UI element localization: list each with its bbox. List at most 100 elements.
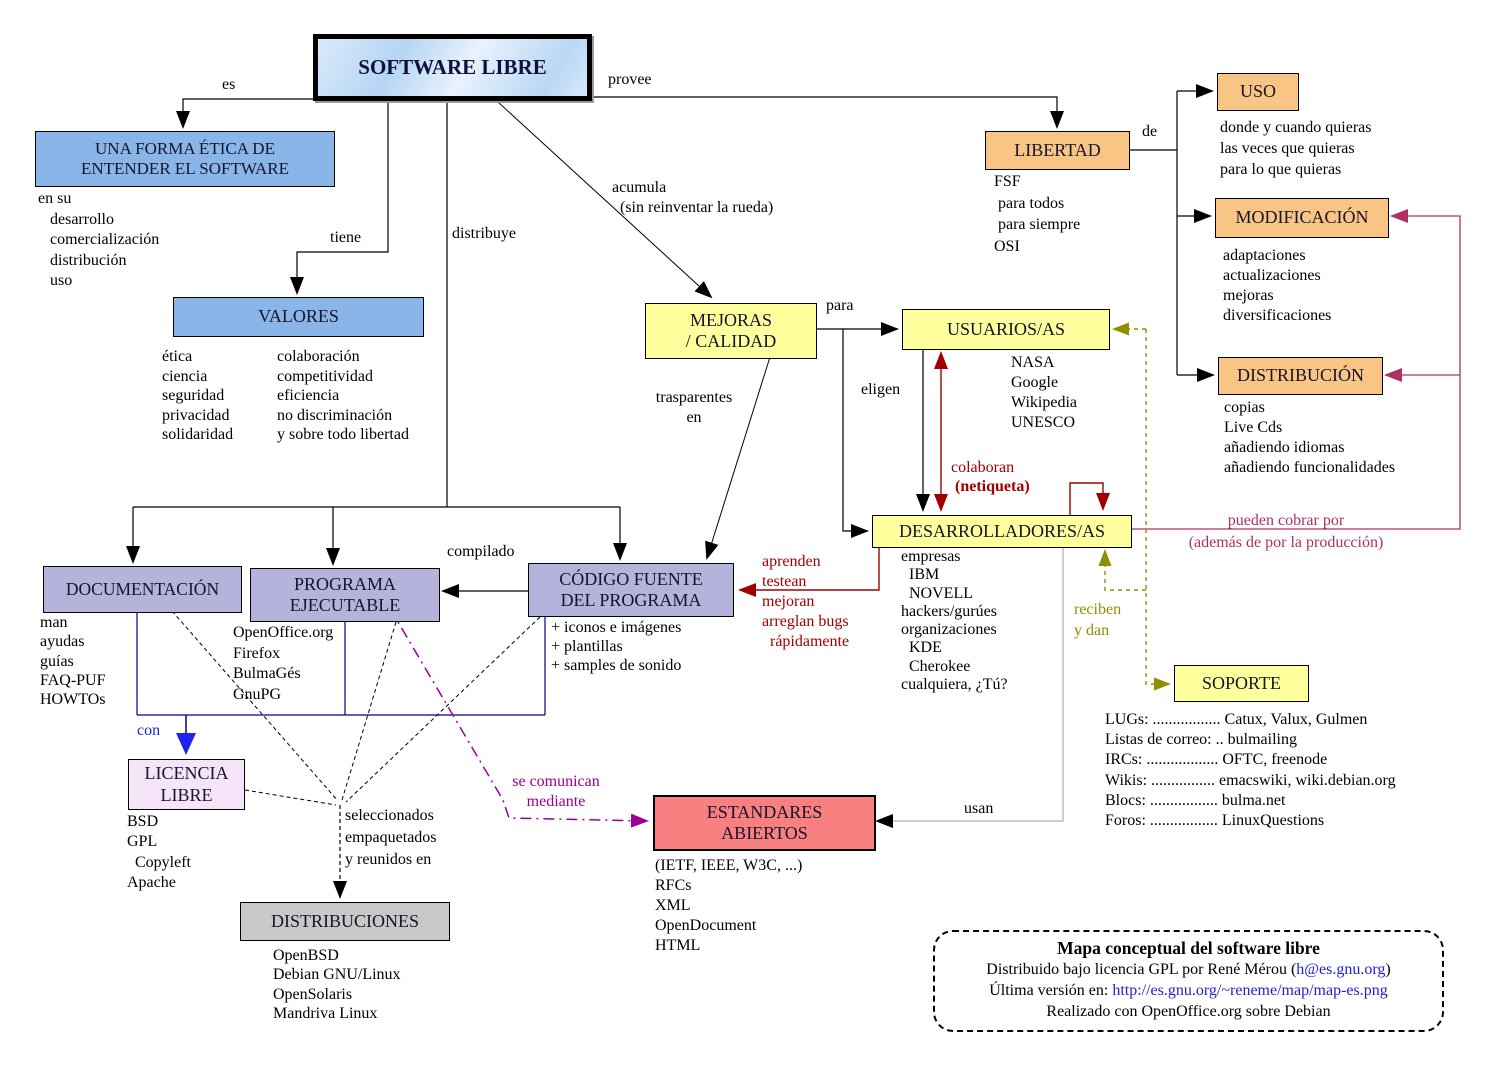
list-item: NOVELL: [901, 584, 973, 602]
list-item: Mandriva Linux: [273, 1004, 378, 1022]
node-label: DESARROLLADORES/AS: [898, 520, 1106, 541]
list-item: BulmaGés: [233, 665, 301, 683]
edge-de-connector: [1128, 91, 1178, 375]
node-forma-etica: UNA FORMA ÉTICA DE ENTENDER EL SOFTWARE: [35, 131, 335, 187]
list-codigo-extras: + iconos e imágenes+ plantillas+ samples…: [551, 618, 681, 675]
list-item: y sobre todo libertad: [277, 426, 409, 443]
author-email-link[interactable]: h@es.gnu.org: [1296, 961, 1386, 978]
node-label: USUARIOS/AS: [946, 318, 1066, 339]
list-item: (IETF, IEEE, W3C, ...): [655, 857, 803, 874]
node-label: DOCUMENTACIÓN: [65, 579, 220, 600]
attribution-by-prefix: Distribuido bajo licencia GPL por René M…: [986, 961, 1297, 978]
node-programa-ejecutable: PROGRAMA EJECUTABLE: [250, 568, 440, 622]
edge-label-para: para: [826, 297, 854, 314]
edge-se-comunican: [397, 621, 649, 828]
node-soporte: SOPORTE: [1174, 665, 1309, 702]
attribution-made-with: Realizado con OpenOffice.org sobre Debia…: [1046, 1003, 1331, 1020]
node-label: DISTRIBUCIONES: [270, 910, 419, 931]
node-software-libre: SOFTWARE LIBRE: [313, 34, 592, 101]
list-item: ciencia: [162, 367, 208, 385]
edge-navy-bracket: [136, 611, 546, 716]
list-item: Wikipedia: [1011, 394, 1077, 411]
list-item: guías: [40, 652, 74, 670]
attribution-license-line: Distribuido bajo licencia GPL por René M…: [935, 959, 1442, 980]
list-item: solidaridad: [162, 426, 234, 443]
node-label: MEJORAS / CALIDAD: [685, 309, 777, 351]
node-label: SOFTWARE LIBRE: [358, 55, 547, 80]
list-item: competitividad: [277, 367, 373, 385]
node-label: USO: [1239, 81, 1276, 102]
list-item: OpenDocument: [655, 917, 757, 934]
list-item: Listas de correo: .. bulmailing: [1105, 731, 1297, 749]
list-item: ayudas: [40, 633, 85, 651]
list-item: OSI: [994, 237, 1020, 255]
edge-desarrolladores-loop: [1069, 482, 1110, 515]
edge-acumula: [486, 91, 713, 299]
node-label: MODIFICACIÓN: [1235, 207, 1369, 228]
node-valores: VALORES: [173, 297, 424, 337]
list-item: no discriminación: [277, 406, 393, 424]
list-forma-etica-ambitos: en su desarrollo comercialización distri…: [38, 189, 159, 292]
edge-tiene: [290, 91, 389, 295]
map-url-link[interactable]: http://es.gnu.org/~reneme/map/map-es.png: [1112, 982, 1388, 999]
list-item: Debian GNU/Linux: [273, 966, 401, 984]
list-item: UNESCO: [1011, 414, 1076, 431]
list-item: HOWTOs: [40, 691, 106, 709]
node-label: UNA FORMA ÉTICA DE ENTENDER EL SOFTWARE: [80, 138, 290, 178]
edge-eligen: [842, 329, 869, 538]
list-item: OpenBSD: [273, 947, 339, 964]
edge-soporte-desarrolladores: [1098, 549, 1146, 591]
list-item: para siempre: [994, 216, 1081, 233]
list-item: comercialización: [38, 231, 160, 248]
list-item: en su: [38, 190, 72, 207]
edge-pueden-cobrar-modificacion: [1130, 209, 1461, 530]
list-soporte-canales: LUGs: ................. Catux, Valux, Gu…: [1105, 710, 1396, 831]
attribution-version-prefix: Última versión en:: [989, 982, 1113, 999]
edge-label-pueden-cobrar: pueden cobrar por (además de por la prod…: [1188, 512, 1384, 551]
list-item: añadiendo idiomas: [1224, 439, 1345, 456]
node-modificacion: MODIFICACIÓN: [1215, 198, 1389, 238]
list-item: BSD: [127, 813, 159, 830]
edge-label-colaboran: colaboran: [951, 459, 1015, 476]
edge-dashed-licencia: [244, 789, 337, 806]
list-item: adaptaciones: [1223, 247, 1306, 264]
list-item: GPL: [127, 833, 158, 851]
list-item: Wikis: ................ emacswiki, wiki.…: [1105, 771, 1396, 789]
list-item: hackers/gurúes: [901, 602, 997, 620]
list-item: copias: [1224, 399, 1265, 416]
node-documentacion: DOCUMENTACIÓN: [43, 566, 242, 613]
edge-label-reciben-y-dan: reciben y dan: [1074, 601, 1122, 639]
edge-label-acumula: acumula (sin reinventar la rueda): [612, 179, 774, 216]
list-item: donde y cuando quieras: [1220, 119, 1372, 136]
list-item: organizaciones: [901, 621, 997, 639]
node-estandares-abiertos: ESTANDARES ABIERTOS: [653, 795, 876, 851]
node-label: PROGRAMA EJECUTABLE: [289, 573, 401, 615]
list-item: mejoras: [1223, 287, 1274, 304]
list-item: LUGs: ................. Catux, Valux, Gu…: [1105, 711, 1368, 728]
list-item: RFCs: [655, 877, 692, 894]
edge-label-usan: usan: [964, 800, 994, 817]
list-item: seguridad: [162, 387, 225, 404]
edge-label-distribuye: distribuye: [452, 225, 516, 242]
edge-trasparentes: [705, 356, 771, 560]
list-item: añadiendo funcionalidades: [1224, 459, 1396, 476]
list-item: actualizaciones: [1223, 267, 1321, 284]
attribution-card: Mapa conceptual del software libre Distr…: [933, 930, 1444, 1032]
list-item: desarrollo: [38, 210, 114, 228]
list-item: KDE: [901, 639, 942, 657]
list-item: para lo que quieras: [1220, 161, 1342, 178]
list-item: XML: [655, 897, 691, 914]
node-uso: USO: [1217, 73, 1299, 111]
list-item: uso: [38, 272, 73, 289]
